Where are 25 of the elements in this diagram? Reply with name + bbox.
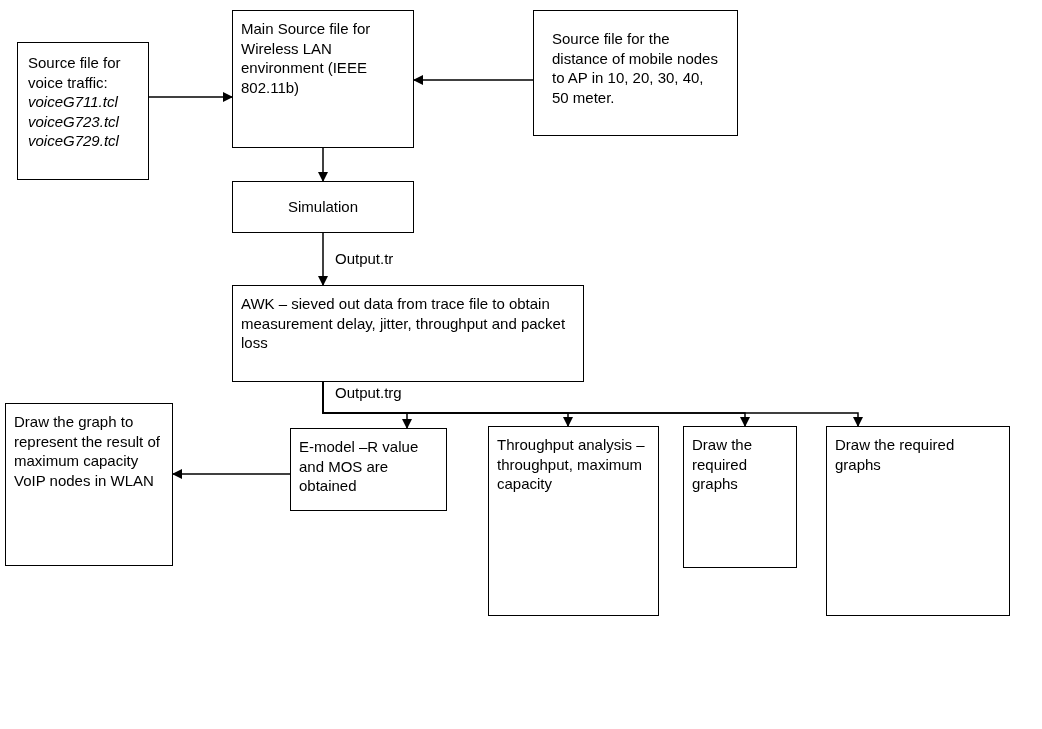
- process-box: [5, 403, 173, 566]
- process-box: [683, 426, 797, 568]
- process-box: [232, 285, 584, 382]
- box-text: E-model –R value and MOS are obtained: [299, 437, 420, 496]
- arrow: [148, 92, 233, 102]
- process-box: [290, 428, 447, 511]
- box-text: Source file for the distance of mobile nodes to AP in 10, 20, 30, 40, 50 meter.: [552, 29, 719, 107]
- box-text: Main Source file for Wireless LAN environment (IEEE 802.11b): [241, 19, 372, 97]
- box-text: Draw the required graphs: [835, 435, 956, 474]
- process-box: [17, 42, 149, 180]
- arrow: [413, 75, 534, 85]
- arrow: [318, 147, 328, 182]
- arrow: [318, 232, 328, 286]
- process-box: [488, 426, 659, 616]
- box-text: Simulation: [287, 197, 358, 217]
- process-box: [826, 426, 1010, 616]
- process-box: [533, 10, 738, 136]
- box-text: Throughput analysis – throughput, maximum capacity: [497, 435, 646, 494]
- box-text: Draw the graph to represent the result of maximum capacity VoIP nodes in WLAN: [14, 412, 161, 490]
- arrow: [172, 469, 291, 479]
- box-text: Draw the required graphs: [692, 435, 754, 494]
- process-box: [232, 181, 414, 233]
- box-text: Source file for voice traffic: voiceG711.tcl voiceG723.tcl voiceG729.tcl: [28, 53, 122, 151]
- process-box: [232, 10, 414, 148]
- box-text: AWK – sieved out data from trace file to obtain measurement delay, jitter, throughput and packet loss: [241, 294, 567, 353]
